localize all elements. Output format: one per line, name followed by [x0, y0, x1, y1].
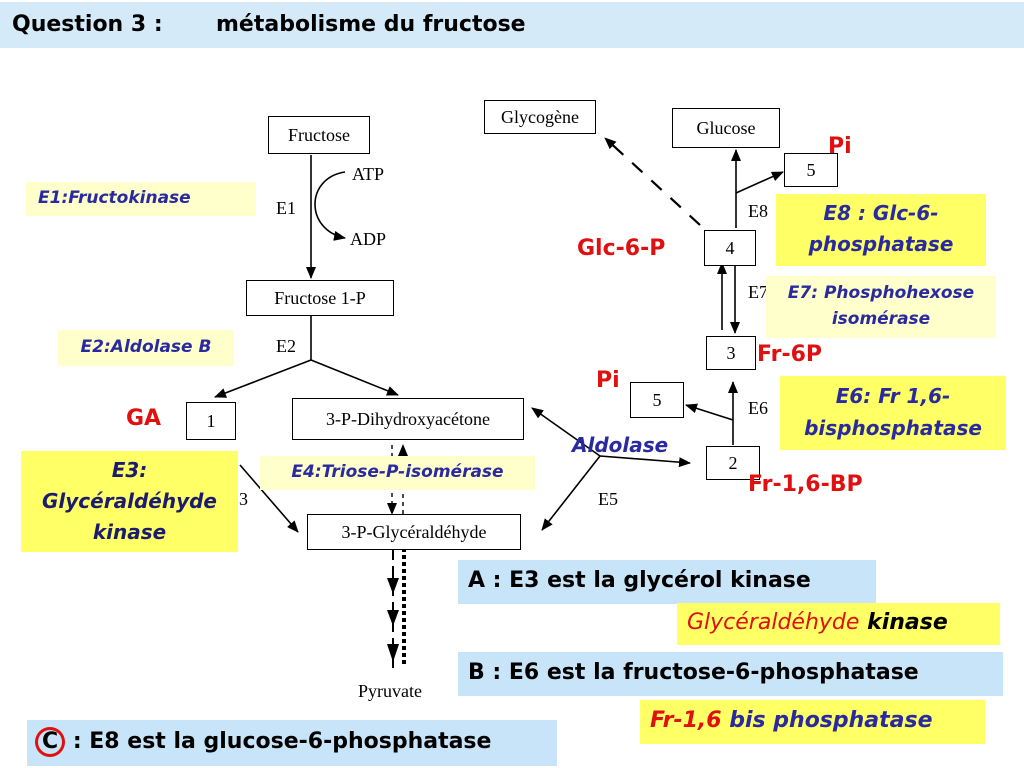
- answer-a-correction: Glycéraldéhyde kinase: [677, 603, 1000, 645]
- answer-c: C : E8 est la glucose-6-phosphatase: [27, 720, 557, 766]
- e7-label: E7: [748, 282, 768, 302]
- answer-a-correction-red: Glycéraldéhyde: [687, 610, 860, 635]
- e6-label: E6: [748, 398, 768, 418]
- glycogene-box: Glycogène: [484, 100, 596, 134]
- answer-a-correction-black: kinase: [859, 610, 948, 635]
- fr16bp-label: Fr-1,6-BP: [748, 472, 863, 497]
- answer-b: B : E6 est la fructose-6-phosphatase: [458, 652, 1003, 696]
- e8-label: E8: [748, 201, 768, 221]
- step2-box: 2: [706, 446, 760, 480]
- atp-label: ATP: [352, 164, 385, 184]
- answer-c-letter: C: [35, 727, 66, 757]
- step5-mid-box: 5: [630, 382, 684, 418]
- answer-b-correction-blue: bis phosphatase: [721, 708, 933, 733]
- pyruvate-label: Pyruvate: [358, 681, 422, 701]
- page-title: métabolisme du fructose: [216, 12, 526, 37]
- enzyme-e7-label: E7: Phosphohexose isomérase: [766, 276, 996, 338]
- ga-label: GA: [126, 406, 162, 431]
- step4-box: 4: [704, 230, 756, 266]
- glc6p-label: Glc-6-P: [577, 236, 666, 261]
- fructose-box: Fructose: [268, 116, 370, 154]
- e1-label: E1: [276, 198, 296, 218]
- enzyme-e4-label: E4:Triose-P-isomérase: [260, 456, 535, 490]
- fructose-1p-box: Fructose 1-P: [246, 280, 394, 316]
- adp-label: ADP: [350, 229, 387, 249]
- pi-mid-label: Pi: [596, 368, 620, 393]
- dhap-box: 3-P-Dihydroxyacétone: [292, 398, 524, 440]
- fr6p-label: Fr-6P: [757, 342, 823, 367]
- answer-b-correction: Fr-1,6 bis phosphatase: [640, 700, 985, 744]
- step3-box: 3: [706, 336, 756, 370]
- answer-c-text: : E8 est la glucose-6-phosphatase: [65, 729, 492, 754]
- e5-label: E5: [598, 489, 618, 509]
- step5-top-box: 5: [784, 153, 838, 187]
- answer-a: A : E3 est la glycérol kinase: [458, 560, 876, 604]
- ga-box: 1: [186, 402, 236, 440]
- answer-b-correction-red: Fr-1,6: [650, 708, 722, 733]
- e2-label: E2: [276, 336, 296, 356]
- aldolase-label: Aldolase: [572, 433, 669, 457]
- glucose-box: Glucose: [672, 108, 780, 148]
- enzyme-e1-label: E1:Fructokinase: [26, 182, 256, 216]
- enzyme-e8-label: E8 : Glc-6-phosphatase: [776, 194, 986, 266]
- enzyme-e6-label: E6: Fr 1,6-bisphosphatase: [780, 376, 1006, 450]
- enzyme-e2-label: E2:Aldolase B: [58, 330, 234, 366]
- enzyme-e3-label: E3: Glycéraldéhyde kinase: [21, 451, 238, 552]
- g3p-box: 3-P-Glycéraldéhyde: [307, 514, 521, 550]
- pi-top-label: Pi: [828, 134, 852, 159]
- title-bar: Question 3 : métabolisme du fructose: [0, 2, 1024, 48]
- question-number: Question 3 :: [12, 12, 163, 37]
